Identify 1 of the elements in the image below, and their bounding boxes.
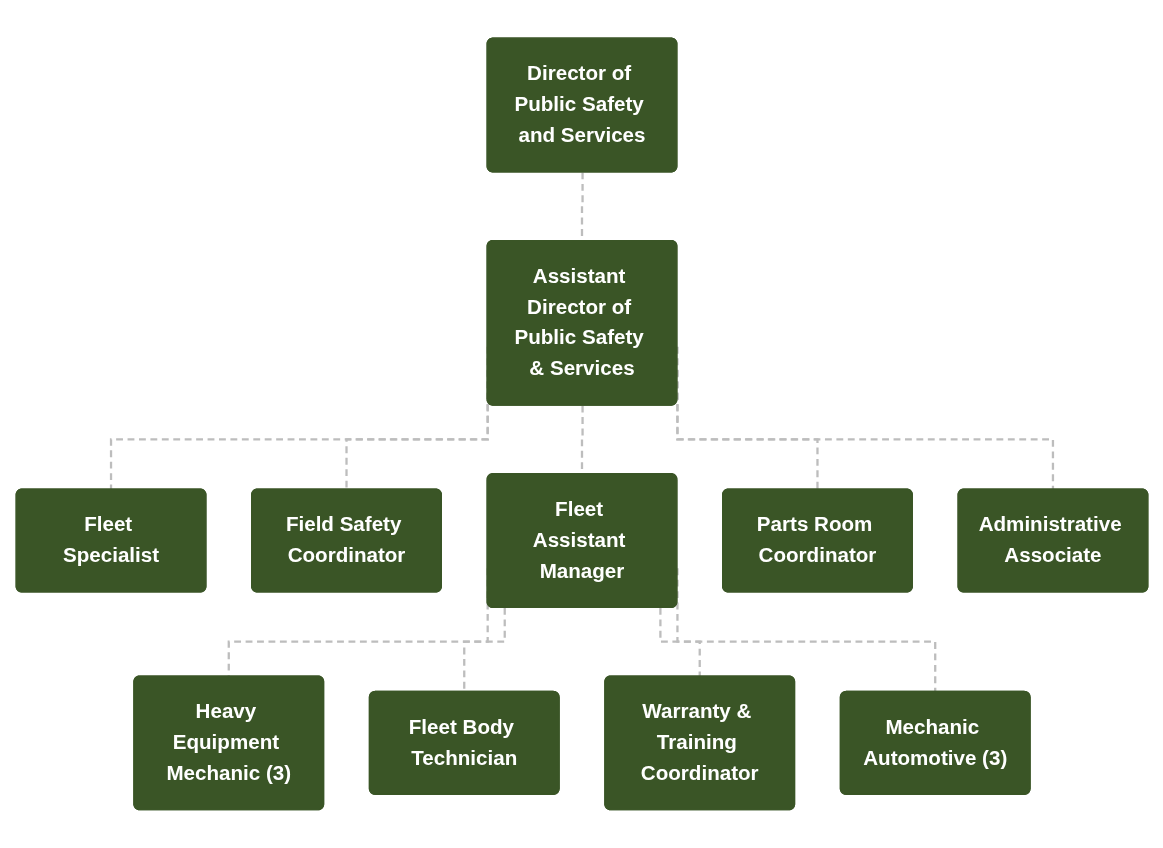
connector bbox=[658, 608, 701, 678]
